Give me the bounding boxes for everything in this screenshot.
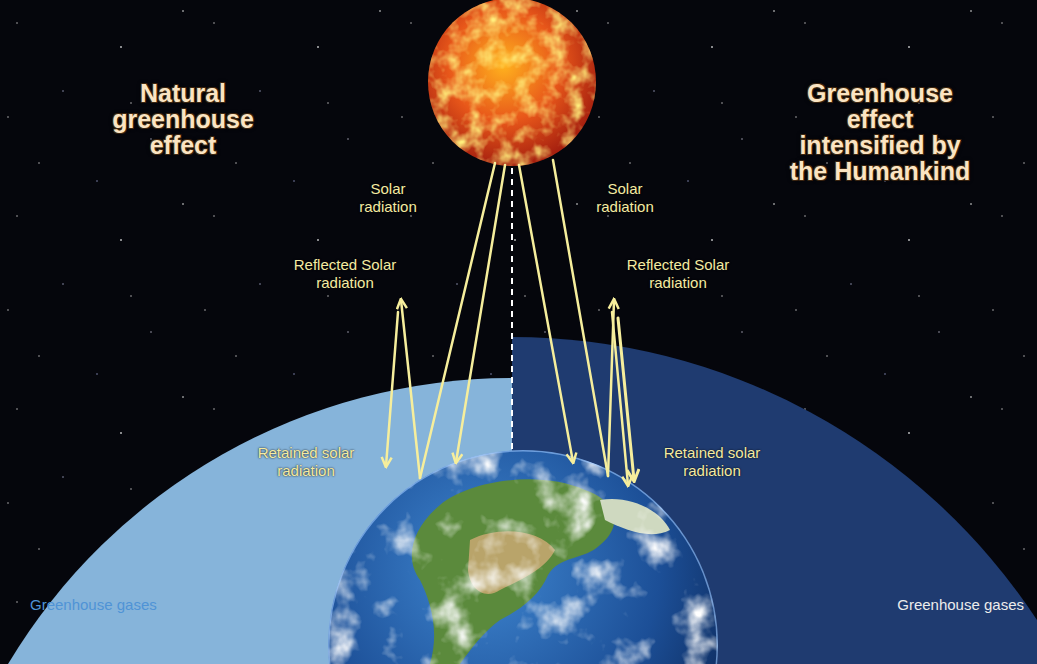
earth <box>328 450 718 664</box>
arrow-label: Reflected Solar radiation <box>270 256 420 292</box>
divider-line <box>511 168 513 450</box>
layer-label: Greenhouse gases <box>897 596 1024 614</box>
sun-texture <box>428 0 596 166</box>
arrow-label: Solar radiation <box>585 180 665 216</box>
arrow-label: Solar radiation <box>348 180 428 216</box>
arrow-label: Retained solar radiation <box>241 444 371 480</box>
arrow-label: Reflected Solar radiation <box>603 256 753 292</box>
layer-label: Greenhouse gases <box>30 596 157 614</box>
arrow-label: Retained solar radiation <box>647 444 777 480</box>
panel-heading: Greenhouse effect intensified by the Hum… <box>788 80 973 184</box>
panel-heading: Natural greenhouse effect <box>101 80 266 158</box>
sun <box>428 0 596 166</box>
